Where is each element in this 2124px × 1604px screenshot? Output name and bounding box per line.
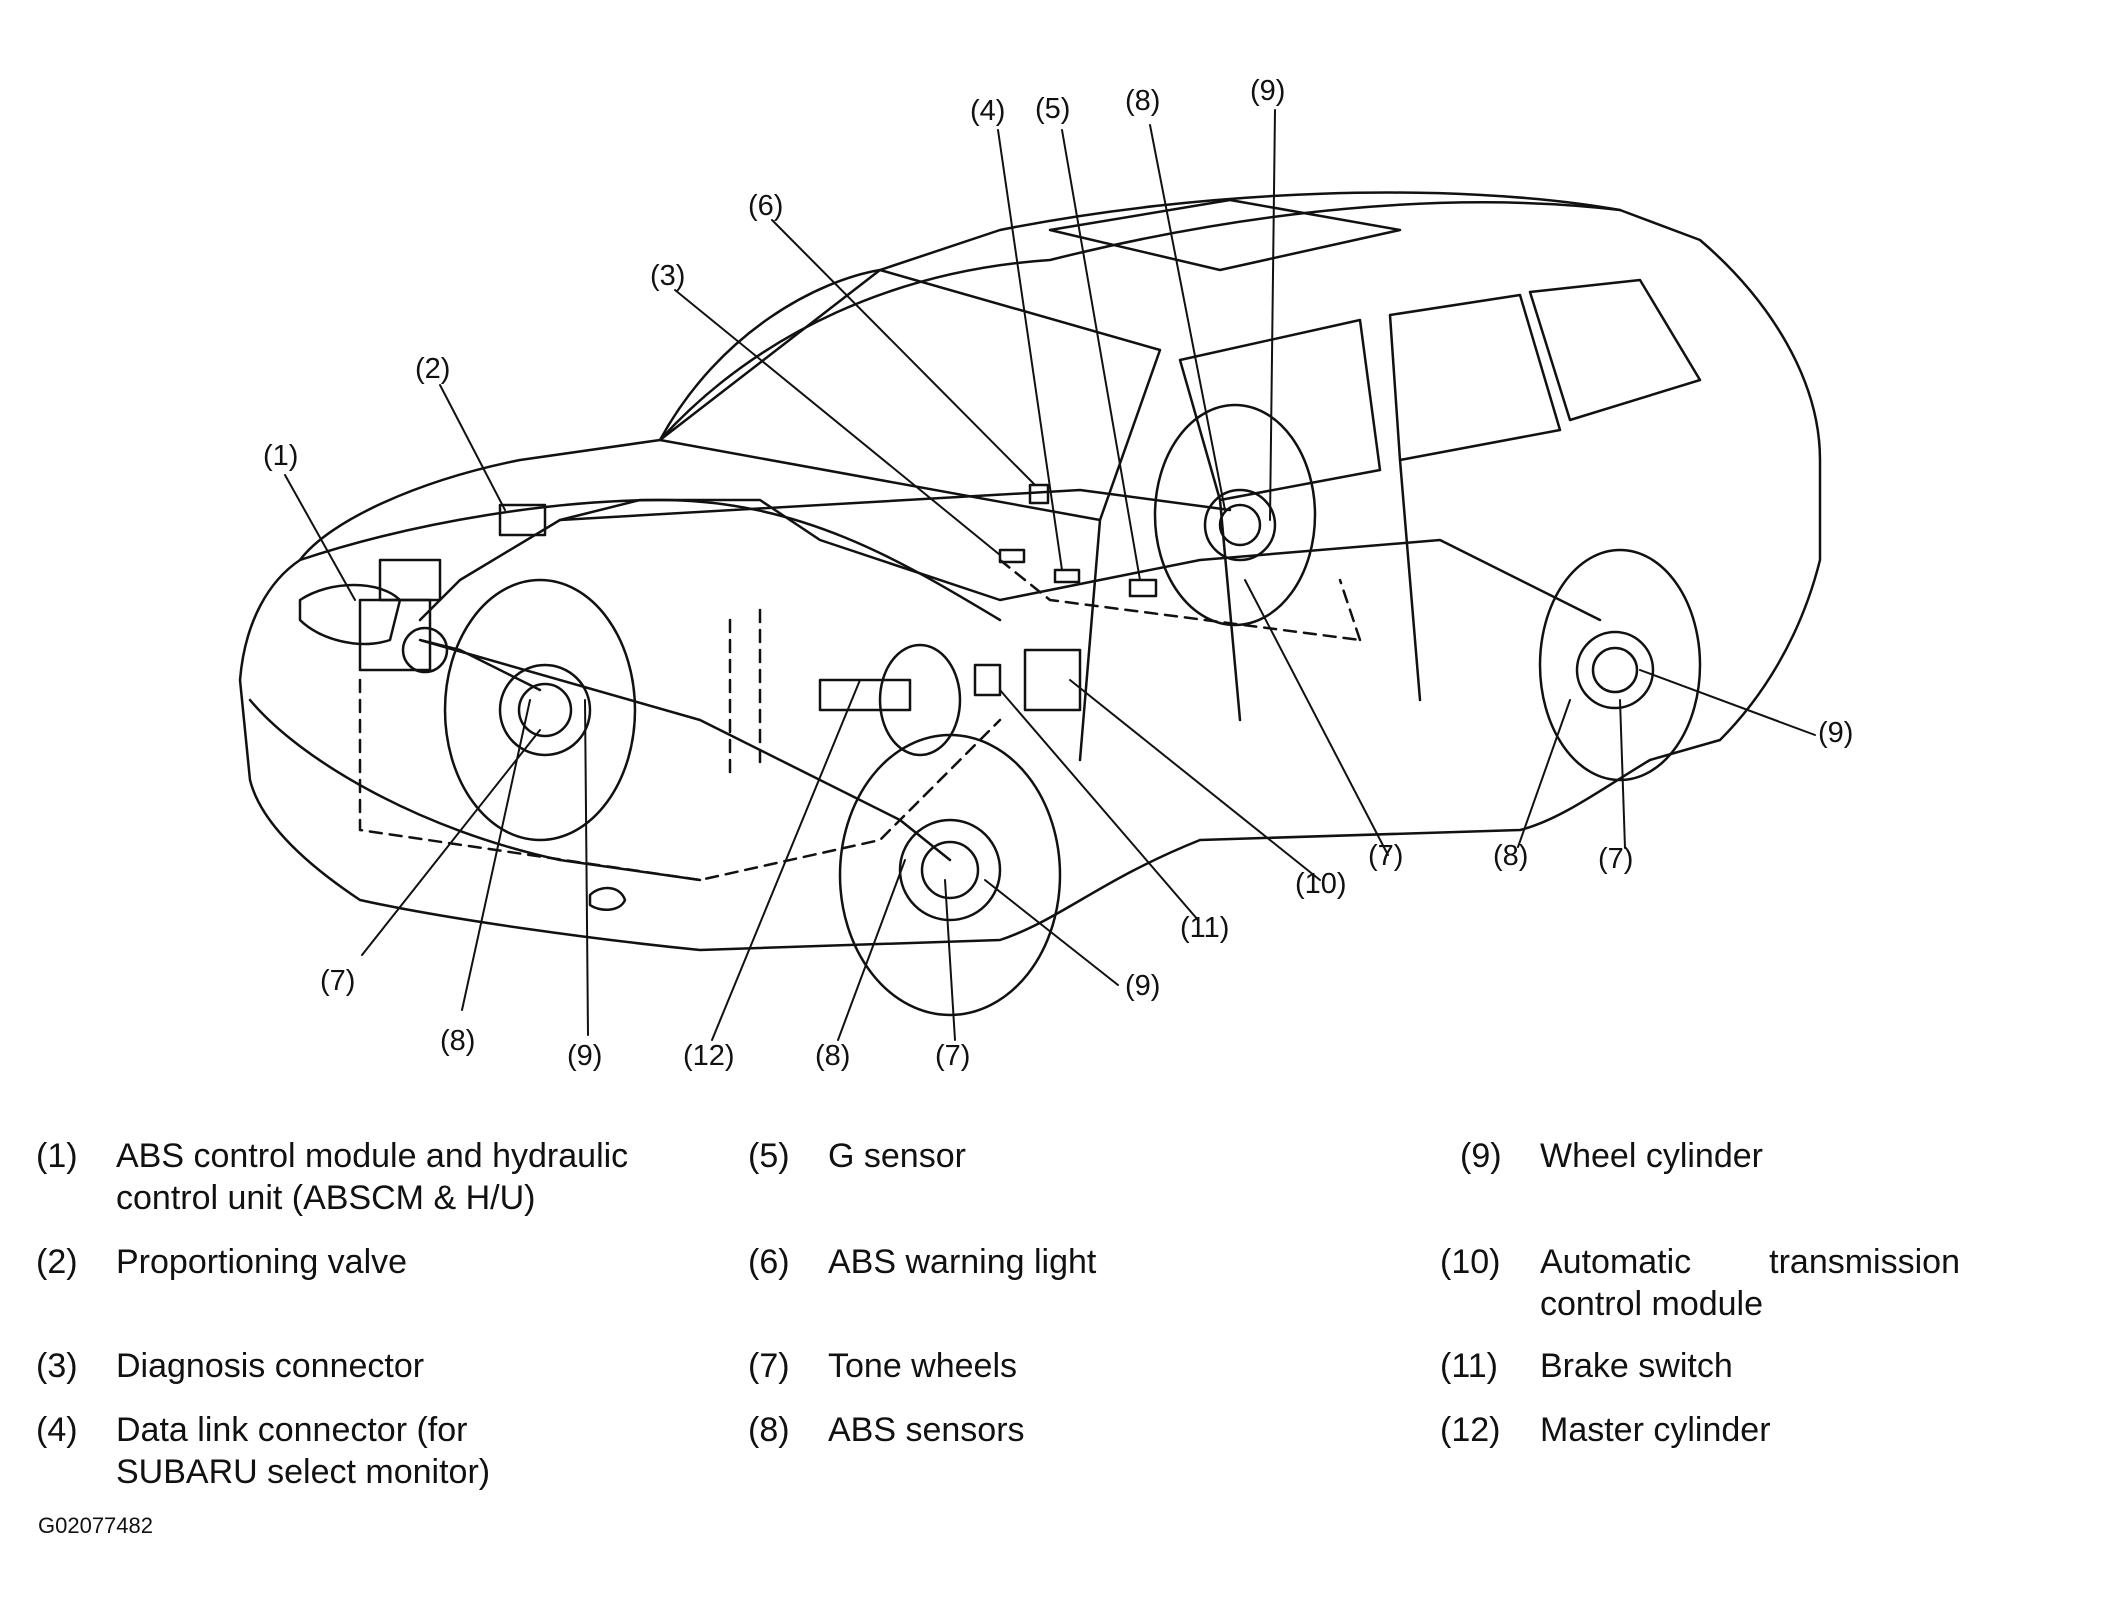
- data-link-connector: [1053, 568, 1081, 584]
- legend-number: (6): [748, 1243, 790, 1281]
- callout-10: (10): [1295, 868, 1347, 900]
- tone-wheel-rear-right: [1575, 630, 1655, 710]
- callout-1: (1): [263, 440, 298, 472]
- legend-item-1: (1) ABS control module and hydraulic con…: [36, 1135, 716, 1225]
- diagnosis-connector: [998, 548, 1026, 564]
- brake-line-rear: [558, 488, 1232, 522]
- g-sensor: [1128, 578, 1158, 598]
- legend-number: (10): [1440, 1243, 1501, 1281]
- legend-text: G sensor: [828, 1137, 966, 1175]
- sunroof: [1048, 198, 1402, 272]
- callout-9-front-left: (9): [567, 1040, 602, 1072]
- legend: (1) ABS control module and hydraulic con…: [0, 1135, 2124, 1535]
- legend-number: (12): [1440, 1411, 1501, 1449]
- callout-9-rear-right: (9): [1818, 717, 1853, 749]
- abs-pump-motor: [401, 626, 449, 674]
- hub-rear-left: [1218, 503, 1262, 547]
- callout-8-rear-right: (8): [1493, 840, 1528, 872]
- callout-9-top: (9): [1250, 75, 1285, 107]
- legend-number: (7): [748, 1347, 790, 1385]
- side-window-back: [1528, 278, 1702, 422]
- legend-text: Data link connector (for SUBARU select m…: [116, 1411, 491, 1491]
- proportioning-valve: [498, 503, 547, 537]
- side-window-front: [1178, 318, 1382, 502]
- callout-2: (2): [415, 353, 450, 385]
- brake-booster: [878, 643, 962, 757]
- legend-text: Wheel cylinder: [1540, 1137, 1763, 1175]
- legend-text: Tone wheels: [828, 1347, 1018, 1385]
- windshield: [658, 268, 1162, 522]
- legend-text: ABS control module and hydraulic control…: [116, 1137, 629, 1217]
- roof-line: [658, 191, 1622, 442]
- callout-6: (6): [748, 190, 783, 222]
- figure-id: G02077482: [38, 1513, 153, 1538]
- hub-rear-right: [1591, 646, 1639, 694]
- legend-text: Proportioning valve: [116, 1243, 408, 1281]
- brake-switch: [973, 663, 1002, 697]
- abs-warning-light: [1028, 483, 1050, 505]
- callout-3: (3): [650, 260, 685, 292]
- fog-light: [588, 886, 627, 911]
- leader-lines: [284, 109, 1816, 1041]
- legend-text: Automatic transmission control module: [1540, 1243, 1960, 1323]
- hub-front-right: [920, 840, 980, 900]
- transmission-control-module: [1023, 648, 1082, 712]
- front-bumper: [248, 698, 702, 882]
- brake-line-front: [418, 638, 952, 862]
- legend-text: ABS warning light: [828, 1243, 1097, 1281]
- callout-11: (11): [1180, 912, 1229, 944]
- car-body-outline: [238, 201, 1822, 952]
- callout-7-front-left: (7): [320, 965, 355, 997]
- callout-7-front-right: (7): [935, 1040, 970, 1072]
- legend-number: (1): [36, 1137, 78, 1175]
- tone-wheel-rear-left: [1203, 488, 1277, 562]
- legend-number: (11): [1440, 1347, 1498, 1385]
- callout-12: (12): [683, 1040, 735, 1072]
- hub-front-left: [517, 682, 573, 738]
- wiring-harness-dashed: [358, 558, 1362, 882]
- wheel-rear-left: [1153, 403, 1317, 627]
- legend-number: (8): [748, 1411, 790, 1449]
- callout-7-rear-left: (7): [1368, 840, 1403, 872]
- legend-text: Brake switch: [1540, 1347, 1733, 1385]
- callout-9-front-right: (9): [1125, 970, 1160, 1002]
- legend-text: ABS sensors: [828, 1411, 1025, 1449]
- tone-wheel-front-left: [498, 663, 592, 757]
- legend-number: (5): [748, 1137, 790, 1175]
- legend-number: (4): [36, 1411, 78, 1449]
- legend-number: (3): [36, 1347, 78, 1385]
- callout-8-front-left: (8): [440, 1025, 475, 1057]
- legend-text: Master cylinder: [1540, 1411, 1771, 1449]
- wheel-front-left: [443, 578, 637, 842]
- abs-module-top: [378, 558, 442, 602]
- callout-8-top: (8): [1125, 85, 1160, 117]
- callout-5: (5): [1035, 93, 1070, 125]
- legend-text: Diagnosis connector: [116, 1347, 425, 1385]
- wheel-rear-right: [1538, 548, 1702, 782]
- master-cylinder: [818, 678, 912, 712]
- callout-4: (4): [970, 95, 1005, 127]
- legend-number: (2): [36, 1243, 78, 1281]
- callout-8-front-right: (8): [815, 1040, 850, 1072]
- side-window-rear: [1388, 293, 1562, 462]
- callout-7-rear-right: (7): [1598, 843, 1633, 875]
- tone-wheel-front-right: [898, 818, 1002, 922]
- legend-number: (9): [1460, 1137, 1502, 1175]
- brake-line-main: [418, 498, 1602, 622]
- headlight: [298, 583, 402, 646]
- abs-module: [358, 598, 432, 672]
